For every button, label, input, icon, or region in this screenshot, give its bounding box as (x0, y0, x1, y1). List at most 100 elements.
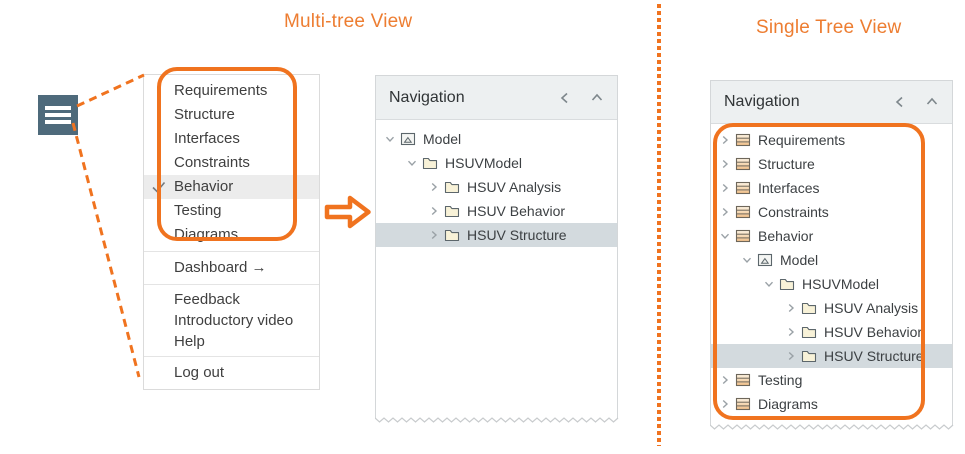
menu-item-dashboard[interactable]: Dashboard → (144, 256, 319, 280)
menu-item-label: Help (174, 333, 205, 350)
menu-logout-section: Log out (144, 357, 319, 389)
menu-item-label: Interfaces (174, 130, 240, 147)
chevron-right-icon[interactable] (719, 158, 733, 170)
tree-node-behavior[interactable]: Behavior (711, 224, 952, 248)
tree-node-label: HSUV Behavior (824, 324, 923, 340)
menu-item-interfaces[interactable]: Interfaces (144, 127, 319, 151)
chevron-down-icon[interactable] (719, 230, 733, 242)
tree-node-hsuv-behavior[interactable]: HSUV Behavior (376, 199, 617, 223)
hamburger-bar (45, 113, 71, 117)
model-icon (757, 253, 773, 267)
tree-node-model[interactable]: Model (376, 127, 617, 151)
tree-node-model[interactable]: Model (711, 248, 952, 272)
menu-item-requirements[interactable]: Requirements (144, 79, 319, 103)
hamburger-menu-icon[interactable] (38, 95, 78, 135)
chevron-down-icon[interactable] (763, 278, 777, 290)
chevron-down-icon[interactable] (741, 254, 755, 266)
tree-node-hsuvmodel[interactable]: HSUVModel (711, 272, 952, 296)
chevron-right-icon[interactable] (719, 398, 733, 410)
chevron-up-icon[interactable] (590, 91, 604, 105)
tree-node-label: Constraints (758, 204, 829, 220)
menu-item-label: Feedback (174, 291, 240, 308)
menu-item-label: Requirements (174, 82, 268, 99)
chevron-right-icon[interactable] (785, 350, 799, 362)
stack-icon (735, 133, 751, 147)
tree-node-hsuvmodel[interactable]: HSUVModel (376, 151, 617, 175)
tree-node-constraints[interactable]: Constraints (711, 200, 952, 224)
menu-item-diagrams[interactable]: Diagrams (144, 223, 319, 247)
tree-node-label: HSUV Structure (467, 227, 567, 243)
tree-node-hsuv-analysis[interactable]: HSUV Analysis (376, 175, 617, 199)
menu-item-constraints[interactable]: Constraints (144, 151, 319, 175)
tree-node-diagrams[interactable]: Diagrams (711, 392, 952, 416)
chevron-left-icon[interactable] (558, 91, 572, 105)
menu-item-label: Testing (174, 202, 222, 219)
menu-item-label: Log out (174, 364, 225, 381)
tree-node-label: HSUV Structure (824, 348, 924, 364)
chevron-right-icon[interactable] (428, 229, 442, 241)
tree-node-hsuv-structure[interactable]: HSUV Structure (376, 223, 617, 247)
menu-item-behavior[interactable]: Behavior (144, 175, 319, 199)
menu-item-label: Behavior (174, 178, 234, 195)
folder-icon (801, 349, 817, 363)
tree-node-structure[interactable]: Structure (711, 152, 952, 176)
chevron-right-icon[interactable] (719, 206, 733, 218)
tree-node-requirements[interactable]: Requirements (711, 128, 952, 152)
chevron-up-icon[interactable] (925, 95, 939, 109)
menu-divider (144, 284, 319, 285)
menu-item-label: Constraints (174, 154, 250, 171)
chevron-left-icon[interactable] (893, 95, 907, 109)
stack-icon (735, 373, 751, 387)
folder-icon (779, 277, 795, 291)
menu-item-label: Structure (174, 106, 235, 123)
folder-icon (444, 204, 460, 218)
tree-node-testing[interactable]: Testing (711, 368, 952, 392)
hamburger-bar (45, 120, 71, 124)
menu-item-introductory-video[interactable]: Introductory video (144, 310, 319, 331)
folder-icon (444, 228, 460, 242)
navigation-panel-title: Navigation (389, 88, 465, 106)
chevron-down-icon[interactable] (384, 133, 398, 145)
torn-edge (710, 424, 954, 430)
stack-icon (735, 205, 751, 219)
tree-node-hsuv-analysis[interactable]: HSUV Analysis (711, 296, 952, 320)
tree-node-hsuv-structure[interactable]: HSUV Structure (711, 344, 952, 368)
menu-item-help[interactable]: Help (144, 331, 319, 352)
chevron-right-icon[interactable] (719, 374, 733, 386)
menu-item-testing[interactable]: Testing (144, 199, 319, 223)
tree-node-hsuv-behavior[interactable]: HSUV Behavior (711, 320, 952, 344)
chevron-down-icon[interactable] (406, 157, 420, 169)
stack-icon (735, 397, 751, 411)
folder-icon (422, 156, 438, 170)
chevron-right-icon[interactable] (785, 302, 799, 314)
tree-node-interfaces[interactable]: Interfaces (711, 176, 952, 200)
torn-edge (375, 417, 619, 423)
menu-item-structure[interactable]: Structure (144, 103, 319, 127)
menu-item-label: Dashboard → (174, 259, 267, 276)
folder-icon (444, 180, 460, 194)
chevron-right-icon[interactable] (719, 182, 733, 194)
stack-icon (735, 157, 751, 171)
folder-icon (801, 301, 817, 315)
menu-divider (144, 251, 319, 252)
navigation-panel-header: Navigation (376, 76, 617, 120)
tree-node-label: Interfaces (758, 180, 820, 196)
menu-item-log-out[interactable]: Log out (144, 361, 319, 385)
tree-node-label: HSUVModel (802, 276, 880, 292)
stack-icon (735, 229, 751, 243)
chevron-right-icon[interactable] (785, 326, 799, 338)
menu-item-feedback[interactable]: Feedback (144, 289, 319, 310)
chevron-right-icon[interactable] (719, 134, 733, 146)
chevron-right-icon[interactable] (428, 181, 442, 193)
chevron-right-icon[interactable] (428, 205, 442, 217)
tree-node-label: Behavior (758, 228, 814, 244)
menu-item-label: Introductory video (174, 312, 294, 329)
multi-tree-view-title: Multi-tree View (284, 11, 413, 32)
